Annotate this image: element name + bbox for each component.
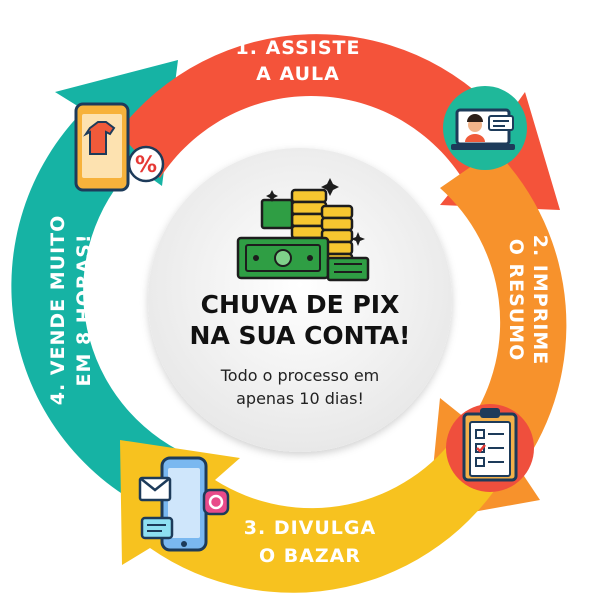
- center-circle: [148, 148, 452, 452]
- phone-shirt-discount-icon: %: [74, 102, 165, 192]
- center-title-line2: NA SUA CONTA!: [190, 321, 411, 350]
- segment-step-4: [11, 60, 178, 510]
- segment-step-1: [118, 34, 560, 211]
- step-4-label-line1: 4. VENDE MUITO: [47, 215, 69, 406]
- center-subtitle-line2: apenas 10 dias!: [236, 389, 364, 408]
- clipboard-checklist-icon: [446, 404, 534, 492]
- laptop-teacher-icon: [443, 86, 527, 170]
- center-title-line1: CHUVA DE PIX: [201, 290, 400, 319]
- step-2-label-line1: 2. IMPRIME: [529, 235, 551, 366]
- discount-symbol: %: [135, 153, 157, 178]
- segment-step-3: [120, 430, 508, 593]
- step-4-label-line2: EM 8 HORAS!: [73, 233, 95, 386]
- step-1-label-line1: 1. ASSISTE: [236, 37, 361, 59]
- step-2-label-line2: O RESUMO: [505, 239, 527, 362]
- step-3-label-line1: 3. DIVULGA: [244, 517, 376, 539]
- money-coins-icon: [236, 178, 370, 282]
- step-3-label-line2: O BAZAR: [259, 545, 361, 567]
- phone-social-icon: [138, 456, 230, 552]
- step-1-label-line2: A AULA: [256, 63, 340, 85]
- center-subtitle-line1: Todo o processo em: [220, 366, 380, 385]
